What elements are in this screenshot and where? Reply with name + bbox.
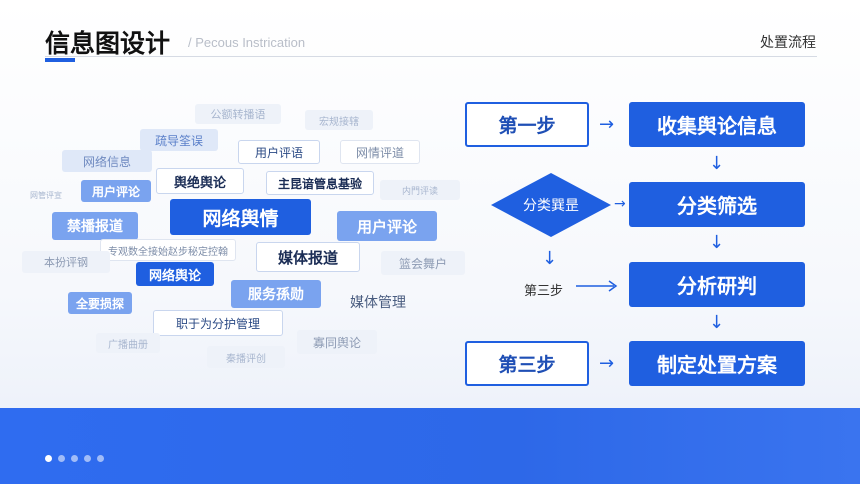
page-dot[interactable]	[97, 455, 104, 462]
header-divider	[45, 56, 817, 57]
page-dot[interactable]	[58, 455, 65, 462]
cloud-tag: 公额转播语	[195, 104, 281, 124]
cloud-tag: 舆绝舆论	[156, 168, 244, 194]
footer-band	[0, 408, 860, 484]
down-arrow-icon: ↓	[709, 232, 725, 253]
process-analyze: 分析研判	[629, 262, 805, 307]
cloud-tag: 媒体报道	[256, 242, 360, 272]
cloud-tag: 疏导筌误	[140, 129, 218, 151]
cloud-tag: 网络舆论	[136, 262, 214, 286]
cloud-tag: 本扮评钢	[22, 251, 110, 273]
pagination-dots[interactable]	[45, 455, 104, 462]
cloud-tag: 网络信息	[62, 150, 152, 172]
cloud-tag: 主昆谙管息基验	[266, 171, 374, 195]
process-collect: 收集舆论信息	[629, 102, 805, 147]
down-arrow-icon: ↓	[709, 312, 725, 333]
cloud-tag: 用户评论	[81, 180, 151, 202]
cloud-tag: 秦播评创	[207, 346, 285, 368]
page-title: 信息图设计	[45, 29, 171, 58]
right-arrow-icon: →	[599, 114, 615, 135]
cloud-tag: 内門评读	[380, 180, 460, 200]
cloud-tag: 网管评宣	[30, 190, 62, 200]
cloud-tag: 服务孫勋	[231, 280, 321, 308]
cloud-tag: 篮会舞户	[381, 251, 465, 275]
right-arrow-icon: →	[614, 196, 626, 212]
down-arrow-icon: ↓	[709, 153, 725, 174]
cloud-tag: 禁播报道	[52, 212, 138, 240]
page-dot[interactable]	[84, 455, 91, 462]
page-dot[interactable]	[71, 455, 78, 462]
step-3-label: 第三步	[465, 341, 589, 386]
cloud-tag: 宏规接辖	[305, 110, 373, 130]
cloud-tag: 全要损探	[68, 292, 132, 314]
header-section-label: 处置流程	[760, 35, 816, 51]
decision-label: 分类巽昰	[523, 198, 579, 214]
cloud-tag: 用户评语	[238, 140, 320, 164]
cloud-tag: 用户评论	[337, 211, 437, 241]
step-3-text: 第三步	[524, 284, 564, 299]
process-classify: 分类筛选	[629, 182, 805, 227]
page-subtitle: / Pecous Instrication	[188, 35, 306, 50]
cloud-tag: 网情评道	[340, 140, 420, 164]
process-plan: 制定处置方案	[629, 341, 805, 386]
right-arrow-icon: →	[599, 353, 615, 374]
long-arrow-icon	[576, 280, 618, 292]
cloud-tag: 寡同舆论	[297, 330, 377, 354]
decision-diamond-icon	[491, 173, 611, 237]
cloud-tag: 广播曲册	[96, 333, 160, 353]
cloud-tag: 媒体管理	[350, 295, 406, 311]
step-1-label: 第一步	[465, 102, 589, 147]
header-accent-bar	[45, 58, 75, 62]
page-dot[interactable]	[45, 455, 52, 462]
cloud-tag: 职于为分护管理	[153, 310, 283, 336]
cloud-tag: 专观数全接始赵步秘定控翰	[100, 239, 236, 261]
cloud-tag-primary: 网络舆情	[170, 199, 311, 235]
down-arrow-icon: ↓	[542, 248, 558, 269]
